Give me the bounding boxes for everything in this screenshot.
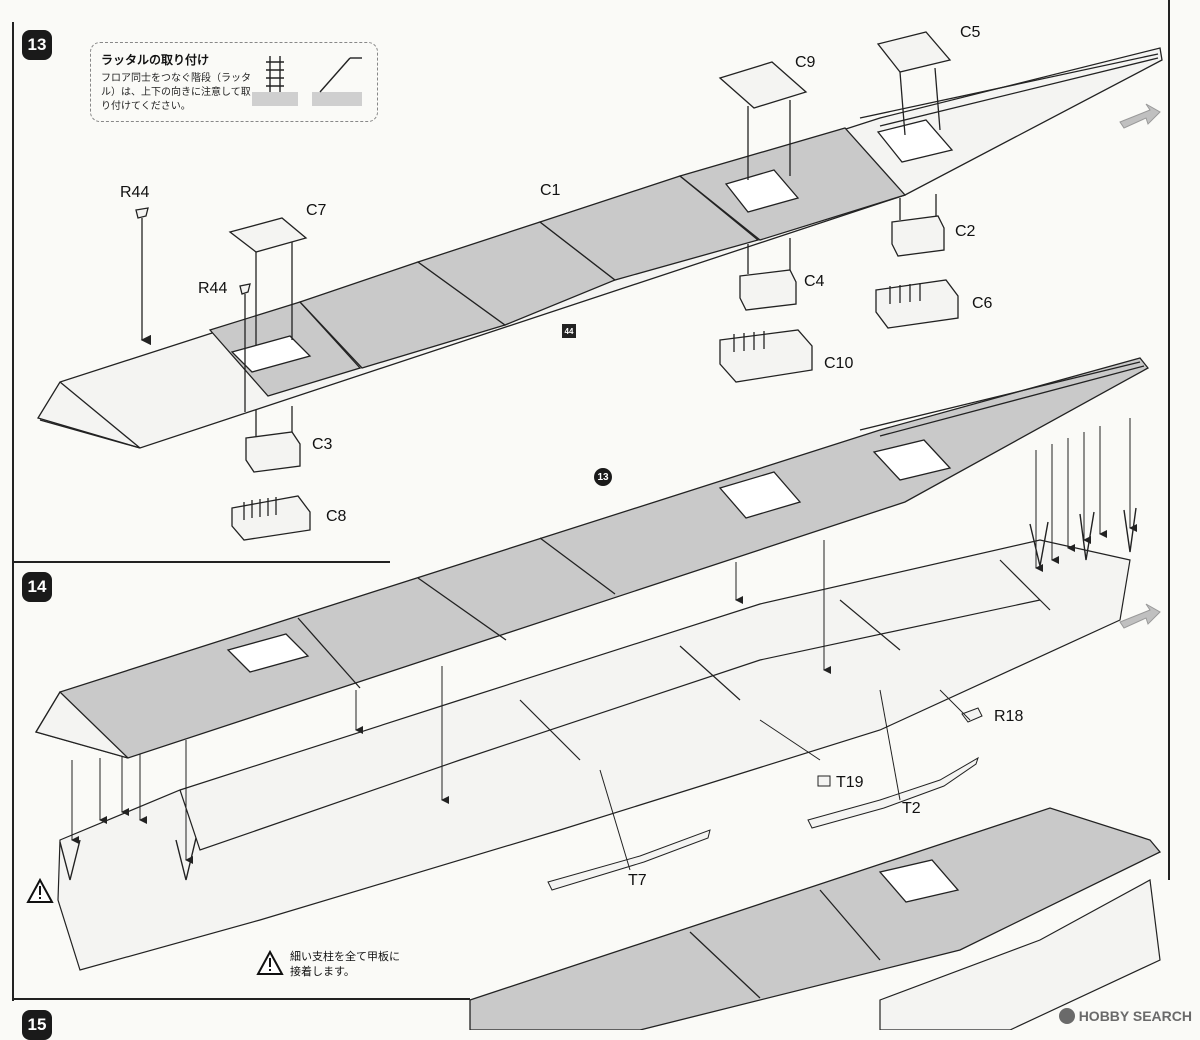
part-C9-plate [718,61,808,180]
step13-bottom-rule [12,561,390,563]
part-C10-tray [719,329,813,383]
label-R44-b: R44 [198,280,228,297]
part-R18 [961,707,983,723]
label-C2: C2 [955,223,976,240]
hull-body [57,539,1131,971]
assembly-arrows [71,418,1137,871]
label-C1: C1 [540,182,561,199]
step15-preview-deck [469,807,1162,1030]
label-T19: T19 [836,774,864,791]
right-border [1168,0,1170,880]
step15-preview-hull [879,879,1161,1030]
part-R44-pins [135,207,251,412]
label-C10: C10 [824,355,854,372]
step14-bottom-rule [12,998,470,1000]
part-C4-block [739,238,797,311]
part-C3-block [245,406,301,473]
label-R44-a: R44 [120,184,150,201]
support-struts [59,507,1137,881]
step-13-badge: 13 [22,30,52,60]
left-border-bottom [12,561,14,1001]
label-T2: T2 [902,800,921,817]
strut-warning-text: 細い支柱を全て甲板に接着します。 [290,951,400,978]
ladder-note-box: ラッタルの取り付け フロア同士をつなぐ階段（ラッタル）は、上下の向きに注意して取… [90,42,378,122]
ladder-note-title: ラッタルの取り付け [101,53,210,67]
label-C8: C8 [326,508,347,525]
label-R18: R18 [994,708,1024,725]
label-C6: C6 [972,295,993,312]
label-C4: C4 [804,273,825,290]
direction-arrow-middle [1119,603,1161,629]
watermark-text: HOBBY SEARCH [1078,1008,1192,1024]
part-T19 [817,775,831,787]
part-T7-rail [547,829,711,891]
label-T7: T7 [628,872,647,889]
part-C2-block [891,194,945,257]
part-C8-tray [231,495,311,541]
part-C7-plate [228,217,308,345]
part-T2-rail [807,756,979,829]
ladder-note-body: フロア同士をつなぐ階段（ラッタル）は、上下の向きに注意して取り付けてください。 [101,73,251,112]
step-14-badge: 14 [22,572,52,602]
label-C5: C5 [960,24,981,41]
direction-arrow-top [1119,103,1161,129]
label-C7: C7 [306,202,327,219]
left-border-top [12,22,14,562]
warning-icon [26,877,54,903]
flight-deck-upper [37,47,1163,449]
label-C9: C9 [795,54,816,71]
color-code-44: 44 [562,324,576,338]
part-C6-tray [875,279,959,329]
ladder-illustration [252,56,362,106]
watermark-logo-icon [1058,1008,1075,1024]
warning-icon [256,949,284,975]
step-ref-13: 13 [594,468,612,486]
label-C3: C3 [312,436,333,453]
flight-deck-lower [35,357,1149,759]
part-C5-plate [876,31,952,136]
watermark: HOBBY SEARCH [1058,1008,1192,1024]
